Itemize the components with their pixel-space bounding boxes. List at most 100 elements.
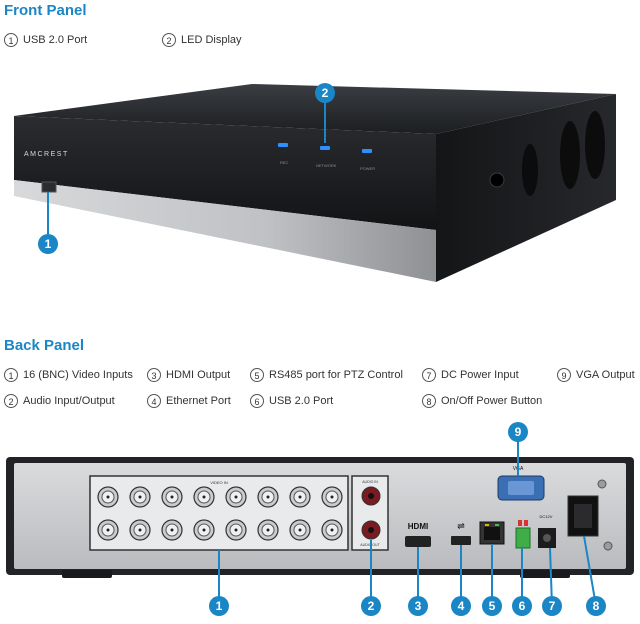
- callout-badge: [542, 596, 562, 616]
- screw-bottom: [603, 541, 613, 551]
- callout-number: 9: [515, 425, 522, 439]
- callout-number: 4: [458, 599, 465, 613]
- callout-line: [583, 535, 597, 607]
- bnc-connector: [161, 486, 183, 508]
- bnc-connector: [257, 486, 279, 508]
- callout-number: 8: [593, 599, 600, 613]
- callout-number: 6: [519, 599, 526, 613]
- bnc-block: [89, 475, 349, 551]
- audio-in-hole: [368, 493, 374, 499]
- bnc-connector: [193, 486, 215, 508]
- power-rocker: [574, 504, 592, 528]
- legend-label: USB 2.0 Port: [269, 395, 334, 407]
- dc-label: DC12V: [540, 514, 553, 519]
- audio-in-label: AUDIO IN: [362, 480, 378, 484]
- back-legend-vga: 9 VGA Output: [557, 368, 635, 382]
- back-legend-dc-power: 7 DC Power Input: [422, 368, 519, 382]
- legend-label: HDMI Output: [166, 369, 231, 381]
- legend-label: 16 (BNC) Video Inputs: [23, 369, 133, 381]
- device-front-silver: [14, 180, 436, 282]
- legend-label: On/Off Power Button: [441, 395, 543, 407]
- callout-number-usb: 1: [45, 237, 52, 251]
- bnc-connector: [225, 486, 247, 508]
- legend-number-2: 2: [4, 394, 18, 408]
- callout-number: 7: [549, 599, 556, 613]
- legend-number-1: 1: [4, 368, 18, 382]
- device-front-dark: [14, 116, 436, 230]
- legend-number-5: 5: [250, 368, 264, 382]
- callout-badge: [508, 422, 528, 442]
- callout-badge: [408, 596, 428, 616]
- led-rec: [278, 143, 288, 147]
- bnc-connector: [161, 519, 183, 541]
- back-legend-usb: 6 USB 2.0 Port: [250, 394, 333, 408]
- usb-port: [451, 536, 471, 545]
- vent-grille: [522, 111, 605, 196]
- back-legend-ethernet: 4 Ethernet Port: [147, 394, 231, 408]
- bnc-connector: [97, 519, 119, 541]
- callout-badge: [209, 596, 229, 616]
- ethernet-socket: [484, 527, 500, 540]
- legend-label: DC Power Input: [441, 369, 519, 381]
- legend-label: Ethernet Port: [166, 395, 231, 407]
- led-power: [362, 149, 372, 153]
- callout-badge: [451, 596, 471, 616]
- front-panel-device: AMCREST REC NETWORK POWER 2 1: [14, 83, 616, 282]
- callout-badge: [512, 596, 532, 616]
- bnc-connectors: [97, 486, 343, 541]
- back-panel-heading: Back Panel: [4, 337, 85, 354]
- callout-number: 2: [368, 599, 375, 613]
- legend-number-7: 7: [422, 368, 436, 382]
- callout-badge: [482, 596, 502, 616]
- back-legend-hdmi: 3 HDMI Output: [147, 368, 230, 382]
- device-top: [14, 84, 616, 134]
- front-legend-led: 2 LED Display: [162, 33, 242, 47]
- ethernet-led-right: [495, 524, 499, 526]
- led-network: [320, 146, 330, 150]
- callout-badge: [586, 596, 606, 616]
- callout-badge-led: [315, 83, 335, 103]
- legend-number-3: 3: [147, 368, 161, 382]
- video-in-label: VIDEO IN: [210, 480, 228, 485]
- callout-badge: [361, 596, 381, 616]
- rs485-pin-a: [518, 520, 522, 526]
- legend-number-6: 6: [250, 394, 264, 408]
- vga-socket: [508, 481, 534, 495]
- callout-number: 5: [489, 599, 496, 613]
- legend-number-2: 2: [162, 33, 176, 47]
- hdmi-logo: HDMI: [408, 522, 428, 531]
- back-legend-rs485: 5 RS485 port for PTZ Control: [250, 368, 403, 382]
- led-label-power: POWER: [360, 166, 375, 171]
- callout-badge-usb: [38, 234, 58, 254]
- bnc-connector: [129, 519, 151, 541]
- led-label-network: NETWORK: [316, 163, 337, 168]
- callout-number: 3: [415, 599, 422, 613]
- rs485-terminal: [515, 527, 531, 549]
- legend-label: VGA Output: [576, 369, 635, 381]
- screw-top: [597, 479, 607, 489]
- legend-number-9: 9: [557, 368, 571, 382]
- bnc-connector: [289, 486, 311, 508]
- legend-number-1: 1: [4, 33, 18, 47]
- bnc-connector: [225, 519, 247, 541]
- back-legend-audio: 2 Audio Input/Output: [4, 394, 115, 408]
- legend-label: LED Display: [181, 34, 242, 46]
- bnc-connector: [97, 486, 119, 508]
- foot-right: [520, 570, 570, 578]
- rs485-pin-b: [524, 520, 528, 526]
- legend-label: RS485 port for PTZ Control: [269, 369, 403, 381]
- ethernet-led-left: [485, 524, 489, 526]
- brand-logo: AMCREST: [24, 151, 69, 158]
- callout-number: 1: [216, 599, 223, 613]
- callout-number-led: 2: [322, 86, 329, 100]
- front-panel-heading: Front Panel: [4, 2, 87, 19]
- back-legend-power-button: 8 On/Off Power Button: [422, 394, 542, 408]
- dc-power-pin: [543, 534, 551, 542]
- bnc-connector: [321, 519, 343, 541]
- foot-left: [62, 570, 112, 578]
- usb-icon: ⇌: [457, 521, 465, 531]
- legend-label: USB 2.0 Port: [23, 34, 88, 46]
- side-screw: [489, 172, 505, 188]
- back-legend-video-inputs: 1 16 (BNC) Video Inputs: [4, 368, 133, 382]
